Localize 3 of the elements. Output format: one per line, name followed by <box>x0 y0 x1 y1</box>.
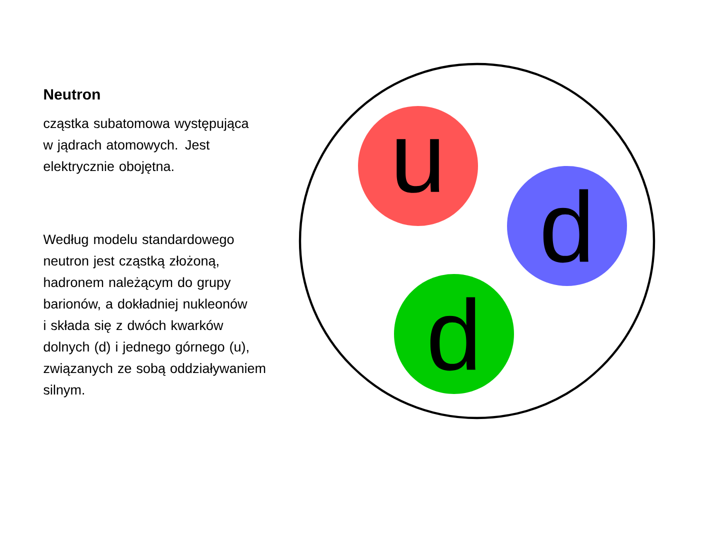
paragraph: Według modelu standardowego neutron jest cząstką złożoną, hadronem należącym do grupy barionów, a dokładniej nukleonów i składa się z dwóch kwarków dolnych (d) i jednego górnego (u), związanych ze sobą oddziaływaniem silnym. <box>43 234 266 398</box>
paragraph: cząstka subatomowa występująca w jądrach atomowych. Jest elektrycznie obojętna. <box>43 118 249 174</box>
title: Neutron <box>44 89 100 100</box>
